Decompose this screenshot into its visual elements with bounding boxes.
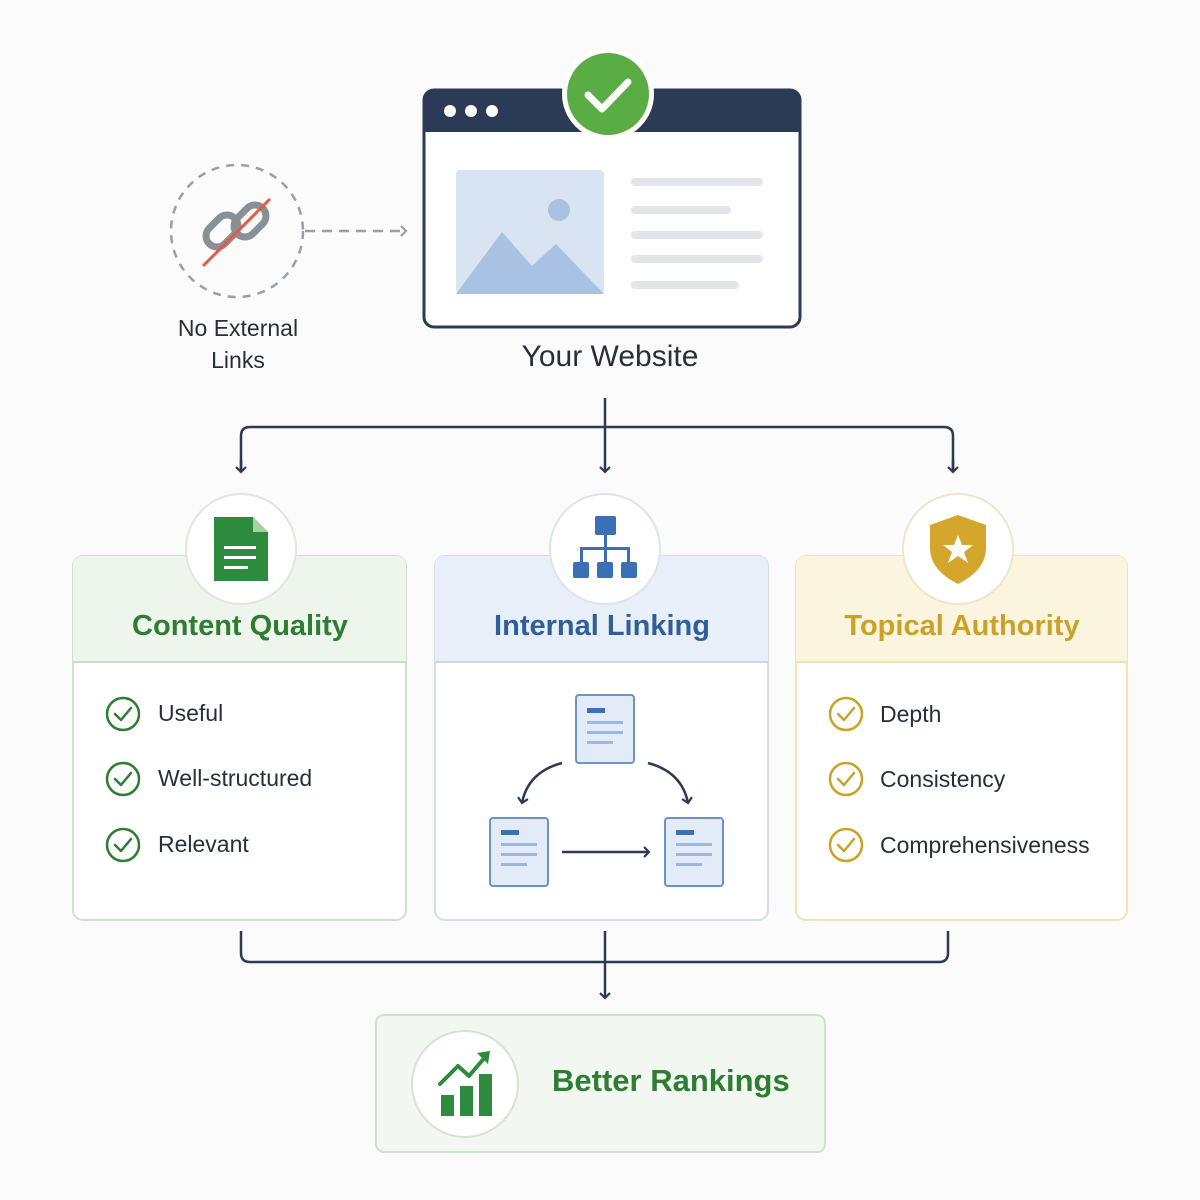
content-quality-title: Content Quality bbox=[132, 610, 348, 642]
bottom-connectors bbox=[239, 931, 950, 1000]
better-rankings-box bbox=[375, 1014, 826, 1153]
document-icon bbox=[214, 517, 268, 581]
no-external-label-line2: Links bbox=[211, 347, 265, 373]
content-quality-item: Useful bbox=[158, 700, 224, 726]
no-external-label-line1: No External bbox=[177, 315, 299, 341]
content-quality-item: Well-structured bbox=[158, 765, 313, 791]
topical-authority-item: Consistency bbox=[880, 766, 1006, 792]
topical-authority-item: Depth bbox=[880, 701, 942, 727]
check-icon bbox=[828, 696, 864, 863]
linked-pages-illustration bbox=[489, 694, 724, 887]
topical-authority-item: Comprehensiveness bbox=[880, 832, 1090, 858]
sitemap-icon bbox=[573, 516, 637, 578]
shield-star-icon bbox=[930, 515, 986, 584]
content-quality-card bbox=[72, 493, 407, 921]
internal-linking-card bbox=[434, 493, 769, 921]
no-external-links-icon bbox=[169, 163, 305, 299]
check-badge-icon bbox=[562, 48, 654, 140]
better-rankings-title: Better Rankings bbox=[552, 1063, 790, 1098]
browser-window bbox=[422, 88, 802, 329]
check-icon bbox=[105, 696, 141, 863]
no-external-links-label: No External Links bbox=[150, 312, 326, 376]
internal-linking-title: Internal Linking bbox=[494, 610, 710, 642]
topical-authority-title: Topical Authority bbox=[844, 610, 1080, 642]
topical-authority-card bbox=[795, 493, 1128, 921]
content-quality-item: Relevant bbox=[158, 831, 249, 857]
growth-chart-icon bbox=[438, 1051, 492, 1116]
website-title: Your Website bbox=[521, 340, 699, 373]
top-connectors bbox=[235, 398, 959, 474]
